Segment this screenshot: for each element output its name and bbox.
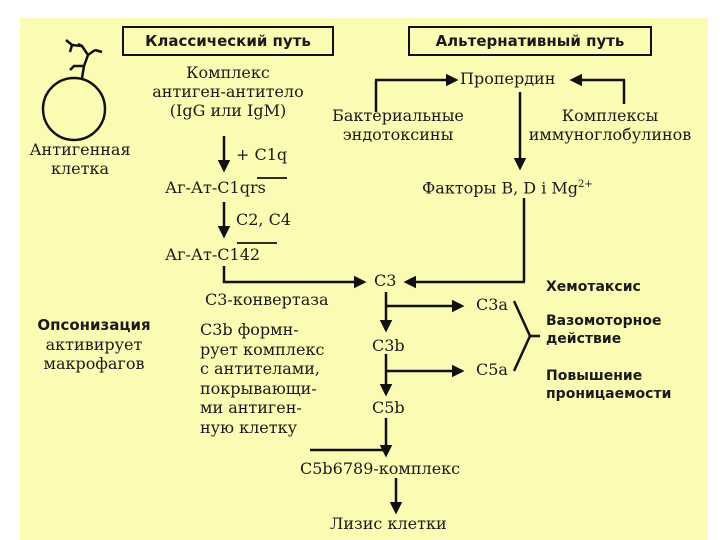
classical-pathway-header: Классический путь: [122, 26, 334, 56]
c3a-label: C3a: [476, 295, 508, 314]
c3-label: C3: [374, 271, 397, 290]
ag-at-c142: Аг-Ат-C142: [165, 245, 261, 264]
c5a-label: C5a: [476, 360, 508, 379]
plus-c1q-label: + C1q: [236, 145, 288, 164]
factors-bd-mg-label: Факторы B, D i Mg2+: [422, 178, 593, 198]
chemotaxis-label: Хемотаксис: [546, 279, 641, 295]
c3b-complex-description: C3b формн- рует комплекс с антителами, п…: [200, 320, 325, 437]
opsonization-block: Опсонизация активирует макрофагов: [37, 316, 151, 373]
c5b-label: C5b: [372, 398, 405, 417]
effects-bracket: [512, 300, 540, 372]
antigen-antibody-complex: Комплекс антиген-антитело (IgG или IgM): [152, 63, 304, 120]
ag-at-c1qrs: Аг-Ат-C1qrs: [165, 178, 266, 197]
properdin-label: Пропердин: [460, 69, 556, 88]
antigen-cell-icon: [41, 39, 107, 142]
cell-lysis-label: Лизис клетки: [330, 514, 447, 533]
alternative-pathway-header: Альтернативный путь: [408, 26, 652, 56]
c2-c4-label: C2, C4: [236, 210, 292, 229]
c3-convertase-label: C3-конвертаза: [205, 290, 329, 309]
mac-complex-label: C5b6789-комплекс: [300, 459, 461, 478]
c3b-label: C3b: [372, 336, 405, 355]
